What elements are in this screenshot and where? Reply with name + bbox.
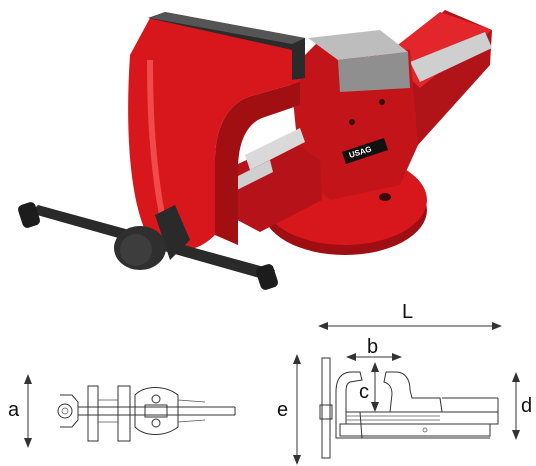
brand-plate: USAG — [342, 138, 388, 164]
vice-screw-hole-icon — [379, 99, 385, 105]
arrow-right-icon — [392, 353, 402, 361]
arrow-up-icon — [512, 372, 520, 382]
arrow-left-icon — [346, 353, 356, 361]
arrow-up-icon — [293, 354, 301, 364]
vice-jaw-plate-top — [150, 12, 305, 44]
vice-handle-knob-left — [18, 202, 40, 228]
dim-label-b: b — [367, 336, 378, 358]
vice-anvil-side — [338, 52, 410, 92]
vice-spindle-nut-face — [120, 234, 152, 266]
dim-label-a: a — [8, 399, 20, 421]
top-view-drawing: a — [8, 374, 236, 448]
arrow-up-icon — [24, 374, 32, 384]
vice-photo: USAG — [18, 10, 492, 290]
arrow-down-icon — [293, 455, 301, 465]
vice-movable-jaw — [128, 18, 305, 251]
vice-rear-guide-steel — [410, 32, 492, 82]
vice-slide-steel-2 — [230, 160, 273, 192]
vice-base-hole-icon — [379, 193, 391, 201]
vice-movable-jaw-shadow — [215, 82, 300, 245]
vice-handle-knob-right — [256, 264, 278, 290]
dim-label-e: e — [277, 399, 288, 421]
arrow-left-icon — [318, 322, 328, 330]
arrow-down-icon — [371, 402, 379, 412]
dim-label-d: d — [521, 395, 532, 417]
vice-slide-steel — [245, 128, 305, 170]
arrow-down-icon — [24, 438, 32, 448]
vice-screw-hole-icon — [349, 119, 355, 125]
side-view-drawing: L b c e d — [277, 301, 532, 465]
arrow-up-icon — [371, 362, 379, 372]
dim-label-c: c — [359, 381, 369, 403]
vice-anvil — [308, 30, 408, 60]
vice-rear-guide-bar-top — [385, 12, 492, 88]
vice-jaw-highlight — [147, 59, 165, 216]
arrow-right-icon — [492, 322, 502, 330]
dim-label-L: L — [402, 301, 413, 323]
arrow-down-icon — [512, 430, 520, 440]
